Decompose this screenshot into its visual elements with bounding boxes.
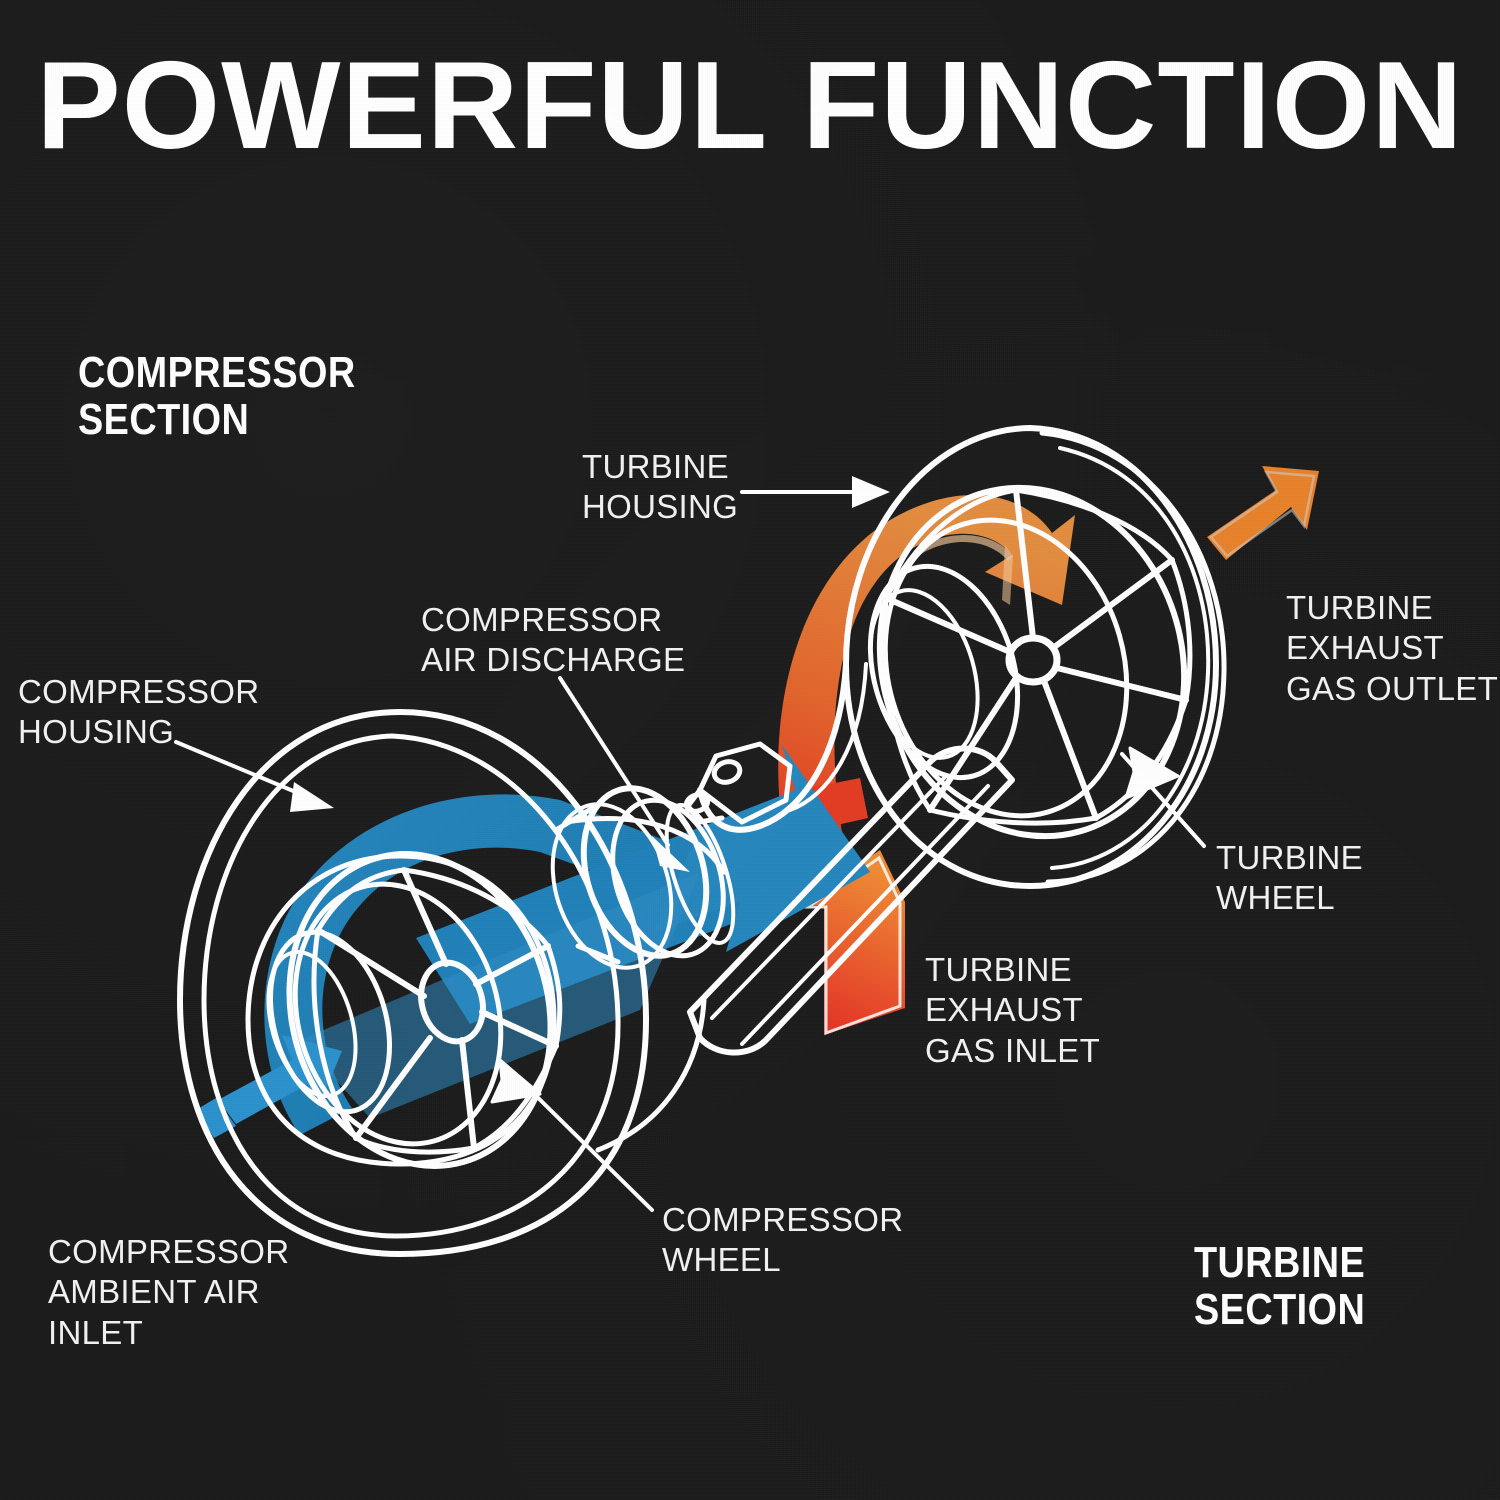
callout-turbine-exhaust-gas-inlet: TURBINE EXHAUST GAS INLET xyxy=(925,951,1101,1069)
ambient-air-inlet-arrow xyxy=(218,1035,342,1124)
leader-turbine-wheel xyxy=(1120,752,1206,848)
leader-arrowhead-compressor-housing xyxy=(290,782,334,812)
leader-compressor-housing xyxy=(174,740,312,800)
turbine-swirl-arrow xyxy=(778,494,1075,845)
turbine-housing-outline xyxy=(697,425,1227,889)
turbine-swirl-highlight-2 xyxy=(1002,545,1013,605)
leader-arrowhead-turbine-housing xyxy=(852,476,890,508)
compressor-outlet-ring xyxy=(550,785,736,970)
leader-compressor-air-discharge xyxy=(558,676,670,847)
exhaust-gas-outlet-arrow-outline xyxy=(1209,470,1316,558)
compressor-flow-overlay xyxy=(300,872,700,1118)
leader-arrowhead-compressor-air-discharge xyxy=(652,836,690,872)
callout-turbine-exhaust-gas-outlet: TURBINE EXHAUST GAS OUTLET xyxy=(1286,589,1499,707)
callout-compressor-air-discharge: COMPRESSOR AIR DISCHARGE xyxy=(421,601,686,679)
turbine-wheel-outline xyxy=(867,484,1193,840)
turbo-outline-art xyxy=(177,425,1227,1257)
section-heading-compressor: COMPRESSOR SECTION xyxy=(78,348,356,444)
callout-compressor-ambient-air-inlet: COMPRESSOR AMBIENT AIR INLET xyxy=(48,1233,290,1351)
callout-compressor-wheel: COMPRESSOR WHEEL xyxy=(662,1201,904,1279)
compressor-rotation-arrowhead xyxy=(490,1058,542,1104)
ambient-air-inlet-arrow-tail xyxy=(196,1098,236,1138)
callout-turbine-housing: TURBINE HOUSING xyxy=(582,448,739,526)
page-title: POWERFUL FUNCTION xyxy=(36,37,1464,175)
compressor-wheel-outline xyxy=(266,851,563,1169)
callout-compressor-housing: COMPRESSOR HOUSING xyxy=(18,673,260,751)
callout-turbine-wheel: TURBINE WHEEL xyxy=(1216,839,1363,917)
callout-leaders xyxy=(174,476,1206,1212)
turbine-swirl-highlight xyxy=(918,534,1013,561)
leader-compressor-wheel xyxy=(522,1082,654,1212)
exhaust-gas-outlet-arrow xyxy=(1207,466,1319,560)
section-heading-turbine: TURBINE SECTION xyxy=(1194,1238,1366,1334)
exhaust-gas-inlet-arrow-outline xyxy=(803,855,902,1036)
